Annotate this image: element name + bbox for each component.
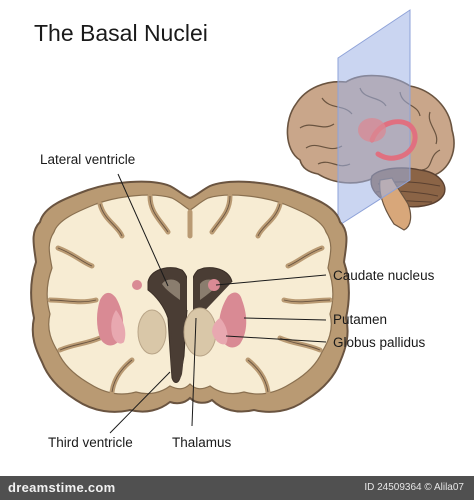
inset-basal-nuclei [369,119,418,161]
inset-coronal-plane [337,9,411,227]
coronal-section [30,180,350,413]
caudate-nucleus-right [208,279,220,291]
leader-lines [109,173,327,434]
inset-brain [286,9,455,231]
footer-id: ID 24509364 © Alila07 [364,482,464,493]
label-thalamus: Thalamus [172,435,232,450]
leader-putamen [243,317,327,321]
septum [187,270,193,310]
label-putamen: Putamen [333,312,388,327]
leader-lateral-ventricle [117,173,169,287]
footer-bar: dreamstime.com ID 24509364 © Alila07 [0,476,474,500]
thalamus-left [137,309,167,355]
label-third-ventricle: Third ventricle [48,435,133,450]
footer-logo: dreamstime.com [8,480,116,495]
globus-pallidus-left [111,310,126,344]
ventricle-inner [162,279,218,300]
page-title: The Basal Nuclei [34,20,208,46]
label-globus-pallidus: Globus pallidus [333,335,426,350]
label-caudate-nucleus: Caudate nucleus [333,268,435,283]
caudate-nucleus-left [132,280,142,290]
leader-globus [225,335,327,343]
globus-pallidus-right [212,318,228,345]
leader-third-ventricle [109,371,171,434]
sulci-lines [49,195,331,393]
leader-caudate [215,274,327,286]
thalamus [183,307,217,357]
inset-putamen [358,118,386,142]
third-ventricle [170,330,184,380]
leader-thalamus [191,317,197,427]
label-lateral-ventricle: Lateral ventricle [40,152,136,167]
